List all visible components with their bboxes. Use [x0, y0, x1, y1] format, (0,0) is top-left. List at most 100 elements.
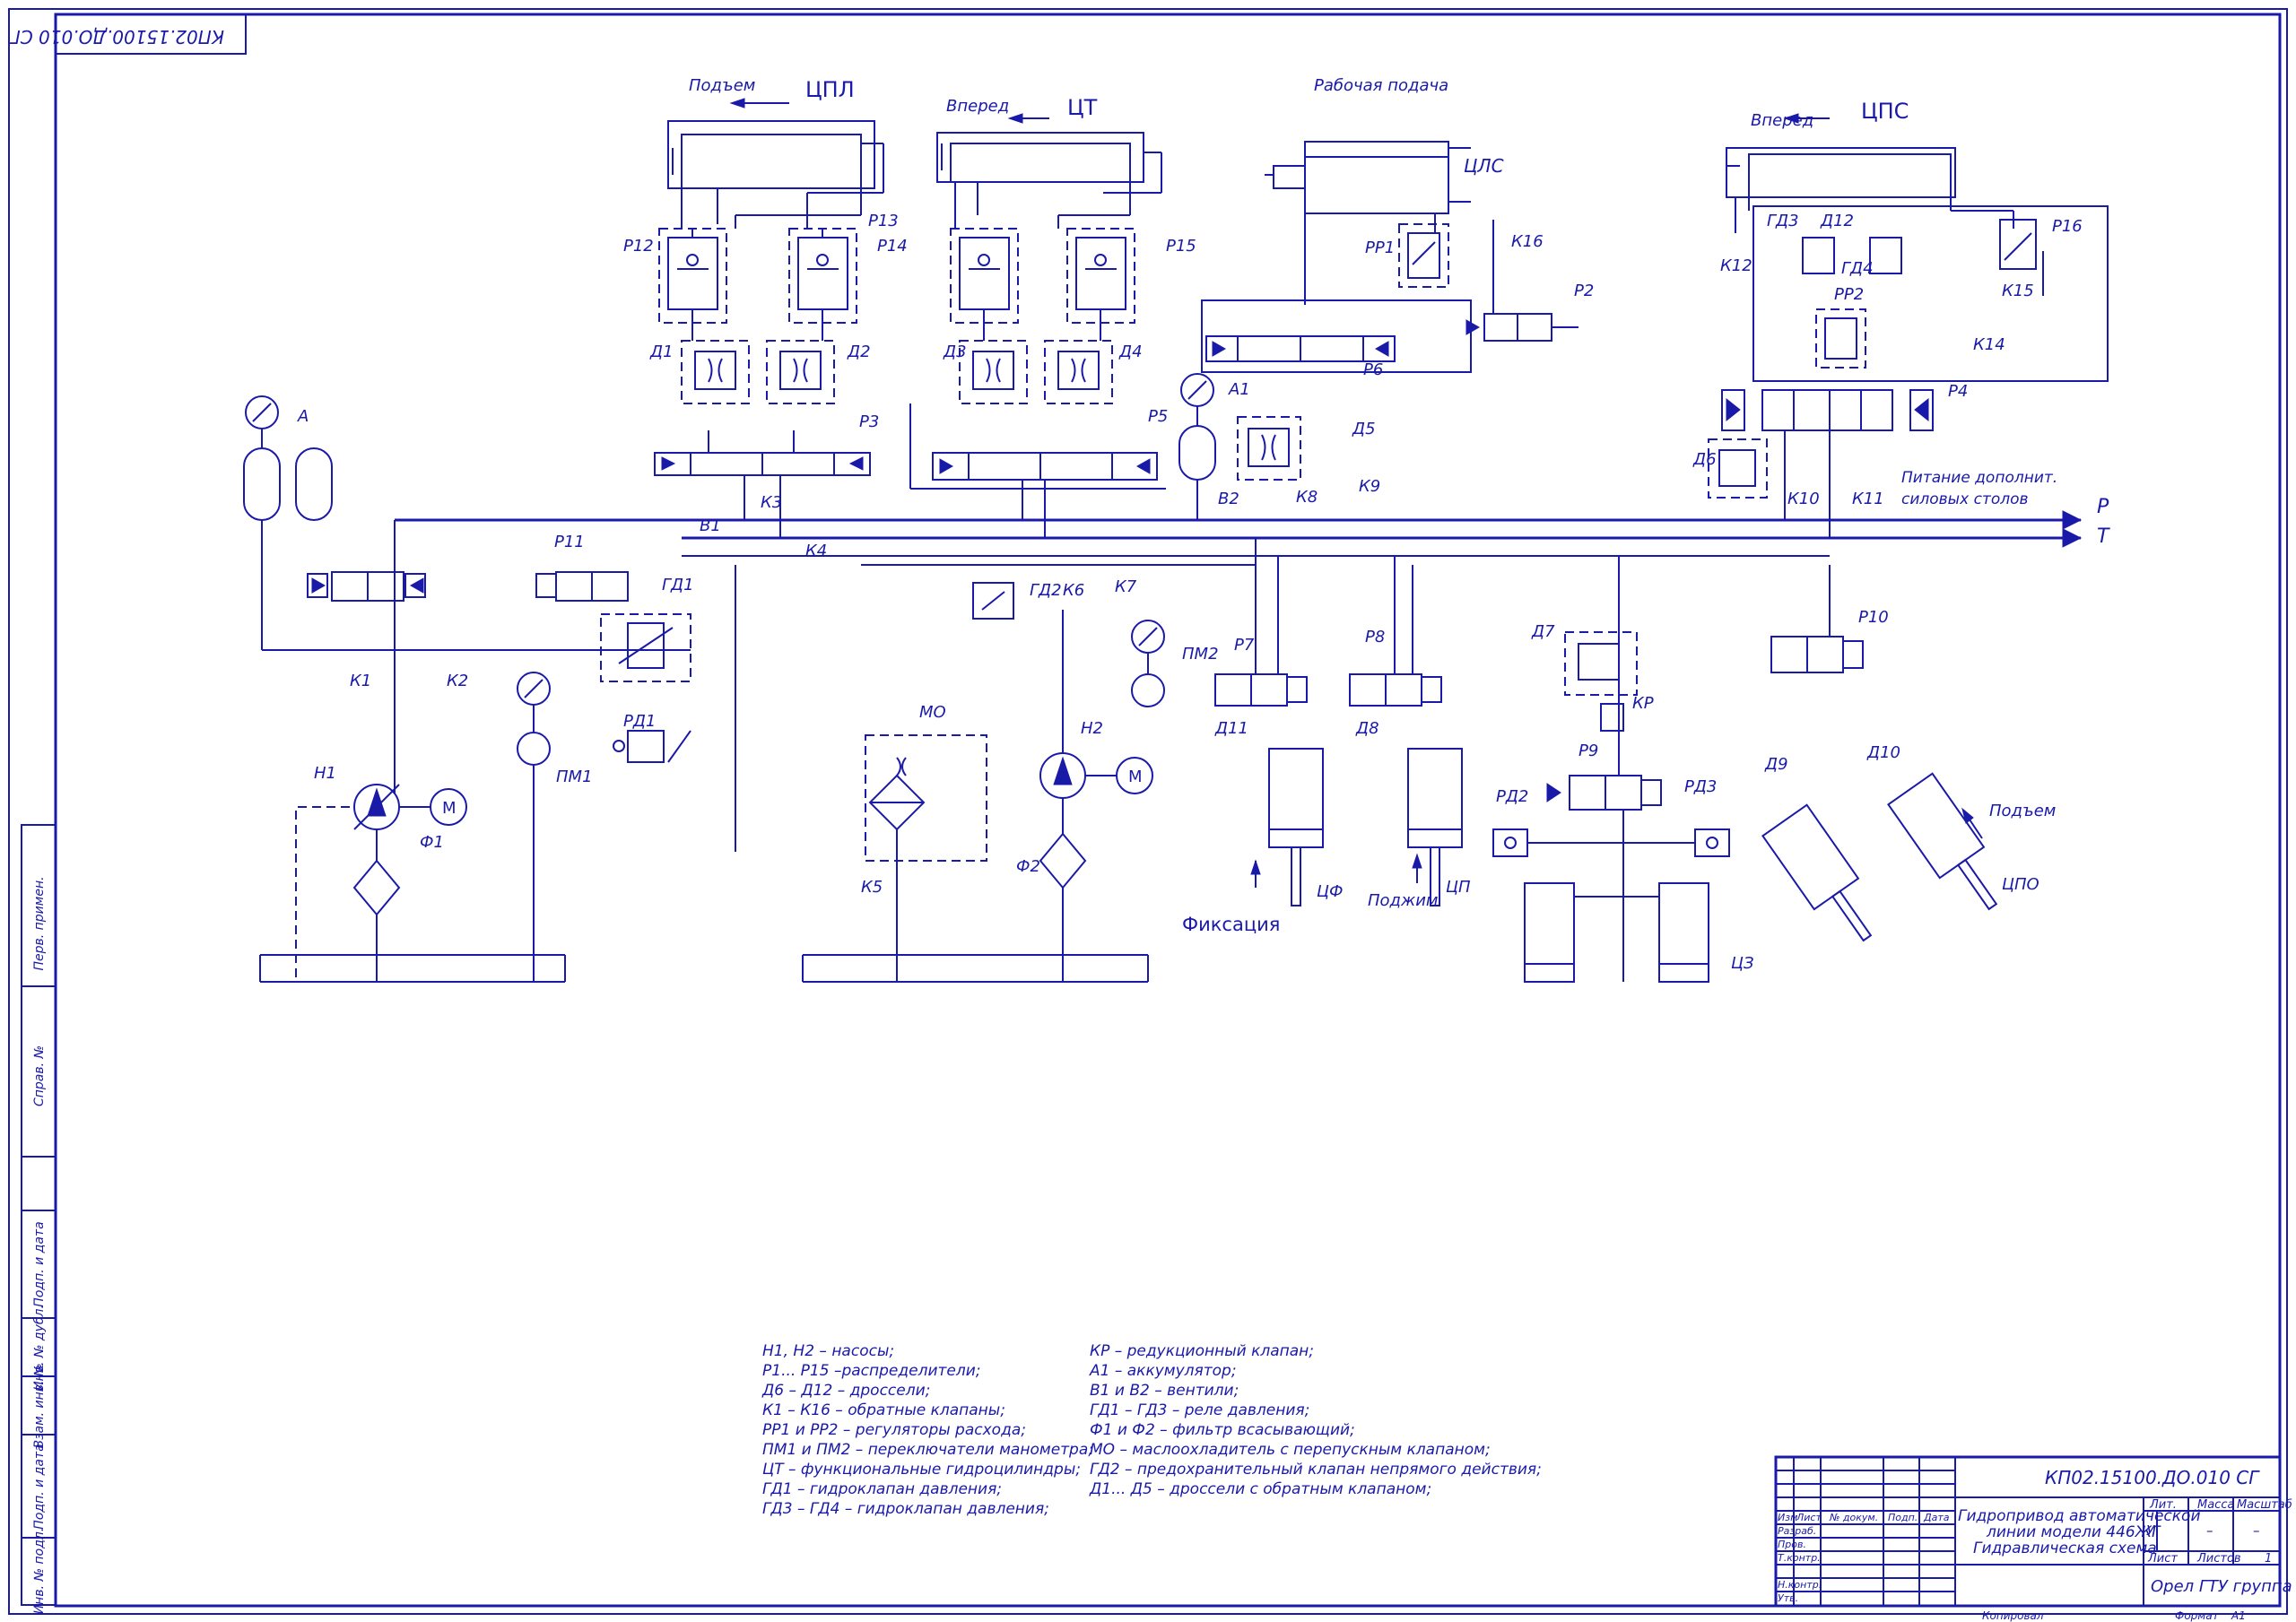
label-d4: Д4	[1118, 343, 1143, 361]
label-a1: А1	[1228, 380, 1250, 399]
label-d8: Д8	[1355, 719, 1379, 738]
cooler-mo	[865, 734, 987, 982]
lit-value: У	[2146, 1522, 2155, 1539]
cps-name: ЦПС	[1861, 99, 1909, 124]
supply-note-2: силовых столов	[1901, 490, 2029, 508]
valve-p10	[1770, 565, 1864, 673]
label-p4: Р4	[1948, 382, 1968, 401]
col-doc: № докум.	[1829, 1512, 1878, 1523]
cpo-name: ЦПО	[2002, 875, 2039, 894]
relay-rd1	[613, 730, 691, 763]
cylinder-cpl	[667, 120, 884, 229]
label-p3: Р3	[859, 412, 879, 431]
label-rr1: РР1	[1365, 239, 1395, 257]
gauge-pm2	[1131, 620, 1165, 707]
title-block	[1774, 1455, 2282, 1608]
label-k2: К2	[447, 672, 468, 690]
cf-name: ЦФ	[1317, 882, 1343, 901]
drawing-frame	[54, 13, 2282, 1608]
legend-right-1: КР – редукционный клапан;	[1090, 1342, 1314, 1360]
label-gd3: ГД3	[1767, 212, 1799, 230]
label-p12: Р12	[623, 237, 654, 256]
throttle-d4	[1044, 340, 1113, 404]
label-d3: Д3	[943, 343, 967, 361]
format-label: Формат	[2175, 1609, 2220, 1622]
sheet-label: Лист	[2147, 1552, 2178, 1566]
label-p13: Р13	[868, 212, 899, 230]
regulator-p12	[658, 228, 727, 341]
pump-h2	[1039, 610, 1153, 982]
relay-rd2	[1492, 828, 1528, 857]
regulator-p15	[1066, 228, 1135, 341]
cylinder-cz	[1524, 882, 1709, 983]
label-gd2: ГД2	[1030, 581, 1062, 600]
cylinder-cpo	[1761, 772, 1998, 942]
supply-note-1: Питание дополнит.	[1901, 469, 2057, 487]
valve-p3	[654, 430, 871, 538]
line-t-label: Т	[2097, 525, 2110, 548]
legend-left-1: Н1, Н2 – насосы;	[762, 1342, 894, 1360]
legend-right-6: МО – маслоохладитель с перепускным клапа…	[1090, 1441, 1491, 1459]
legend-left-4: К1 – К16 – обратные клапаны;	[762, 1401, 1005, 1419]
legend-right: КР – редукционный клапан; А1 – аккумулят…	[1089, 1342, 1542, 1498]
cf-dir: Фиксация	[1182, 914, 1280, 935]
label-pm2: ПМ2	[1182, 645, 1219, 664]
org: Орел ГТУ группа 32-Т	[2151, 1577, 2296, 1596]
cpl-name: ЦПЛ	[805, 77, 855, 102]
label-k7: К7	[1115, 577, 1137, 596]
label-p10: Р10	[1858, 608, 1889, 627]
side-stamp: Перв. примен. Справ. № Подп. и дата Инв.…	[21, 824, 57, 1614]
legend-right-2: А1 – аккумулятор;	[1089, 1362, 1237, 1380]
label-d7: Д7	[1531, 622, 1555, 641]
legend-right-8: Д1... Д5 – дроссели с обратным клапаном;	[1089, 1480, 1431, 1498]
label-h1: Н1	[314, 764, 336, 783]
valve-p5	[909, 403, 1166, 538]
label-k9: К9	[1359, 477, 1380, 496]
label-k3: К3	[761, 493, 782, 512]
label-v1: В1	[700, 516, 721, 535]
regulator-p13	[788, 228, 857, 341]
throttle-d5	[1237, 416, 1301, 481]
label-k8: К8	[1296, 488, 1318, 507]
label-k10: К10	[1787, 490, 1820, 508]
label-p9: Р9	[1578, 742, 1598, 760]
copied: Копировал	[1982, 1609, 2044, 1622]
stamp-sign-date-2: Подп. и дата	[32, 1444, 47, 1529]
label-k4: К4	[805, 542, 827, 560]
cp-name: ЦП	[1446, 878, 1471, 897]
accumulator-a1	[1178, 373, 1216, 520]
sheets-label: Листов	[2196, 1552, 2241, 1566]
label-p15: Р15	[1166, 237, 1196, 256]
cps-circuit	[1752, 205, 2109, 382]
stamp-first-use: Перв. примен.	[32, 876, 47, 970]
ct-name: ЦТ	[1067, 95, 1098, 120]
legend-left-7: ЦТ – функциональные гидроцилиндры;	[762, 1461, 1081, 1479]
label-k12: К12	[1720, 256, 1752, 275]
label-mo: МО	[919, 703, 946, 722]
cylinder-ct	[936, 132, 1162, 229]
throttle-d3	[959, 340, 1028, 404]
label-gd1: ГД1	[662, 576, 694, 594]
cz-name: ЦЗ	[1731, 954, 1754, 973]
relay-rd3	[1694, 828, 1730, 857]
regulator-p14	[950, 228, 1019, 341]
legend-right-3: В1 и В2 – вентили;	[1090, 1382, 1239, 1400]
cpl-dir: Подъем	[689, 76, 755, 95]
mass-value: –	[2206, 1522, 2213, 1539]
legend-left-6: ПМ1 и ПМ2 – переключатели манометра;	[762, 1441, 1093, 1459]
col-izm: Изм	[1778, 1512, 1797, 1523]
doc-code: КП02.15100.ДО.010 СГ	[2045, 1467, 2260, 1488]
format-value: А1	[2231, 1609, 2246, 1622]
valve-p8	[1349, 556, 1442, 707]
label-p2: Р2	[1574, 282, 1594, 300]
scale-value: –	[2253, 1522, 2260, 1539]
throttle-d2	[766, 340, 835, 404]
mass-label: Масса	[2197, 1498, 2234, 1512]
relief-gd2	[972, 582, 1014, 620]
pump-h1	[295, 784, 467, 982]
throttle-d1	[681, 340, 750, 404]
title-line-3: Гидравлическая схема	[1973, 1540, 2157, 1557]
col-date: Дата	[1923, 1512, 1950, 1523]
tank-arrow	[2062, 528, 2083, 548]
label-k5: К5	[861, 878, 883, 897]
